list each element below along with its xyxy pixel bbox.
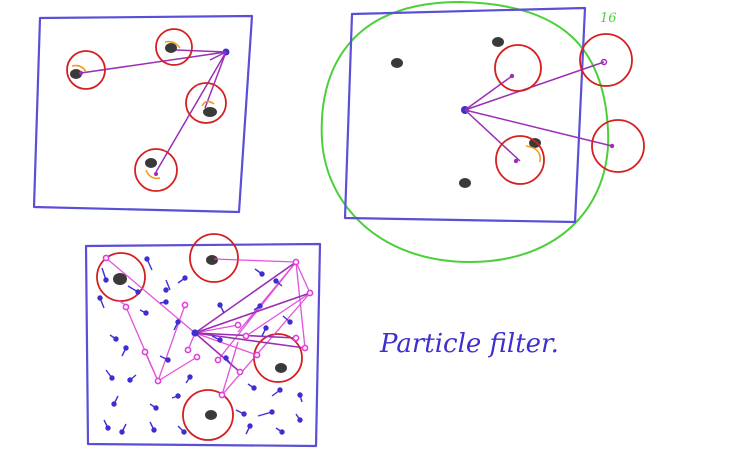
landmark-marker [459, 178, 471, 188]
robot-dot [191, 329, 199, 337]
landmark-circle [155, 28, 193, 66]
landmark-circle [591, 119, 645, 173]
landmark-marker [206, 255, 218, 265]
panel-top-left [32, 14, 254, 214]
landmark-circle [189, 233, 239, 283]
landmark-circle [495, 135, 545, 185]
caption-text: Particle filter. [379, 329, 559, 359]
landmark-marker [275, 363, 287, 373]
landmark-marker [145, 158, 157, 168]
landmark-circle [494, 44, 542, 92]
landmark-marker [203, 107, 217, 117]
landmark-marker [205, 410, 217, 420]
landmark-marker [492, 37, 504, 47]
panel-top-right: 16 [320, 0, 645, 264]
range-circle [320, 0, 610, 264]
panel-bottom-left [84, 233, 322, 448]
landmark-circle [185, 82, 227, 124]
panel-bottom-left-box [84, 242, 322, 448]
pink-particles [102, 254, 314, 399]
landmark-circle [579, 33, 633, 87]
landmark-marker [391, 58, 403, 68]
measurement-lines [464, 61, 613, 162]
blue-particles [97, 256, 303, 435]
landmark-circle [66, 50, 106, 90]
landmark-marker [113, 273, 127, 285]
panel-top-right-box [343, 6, 587, 224]
landmark-marker [529, 138, 541, 148]
landmark-circle [134, 148, 178, 192]
landmark-circle [96, 252, 146, 302]
panel-top-left-box [32, 14, 254, 214]
landmark-marker [70, 69, 82, 79]
measurement-lines [194, 261, 311, 373]
landmark-circle [182, 389, 234, 441]
particle-measurement-lines [105, 257, 311, 396]
landmark-marker [165, 43, 177, 53]
number-label: 16 [600, 11, 617, 26]
landmark-circle [253, 333, 303, 383]
